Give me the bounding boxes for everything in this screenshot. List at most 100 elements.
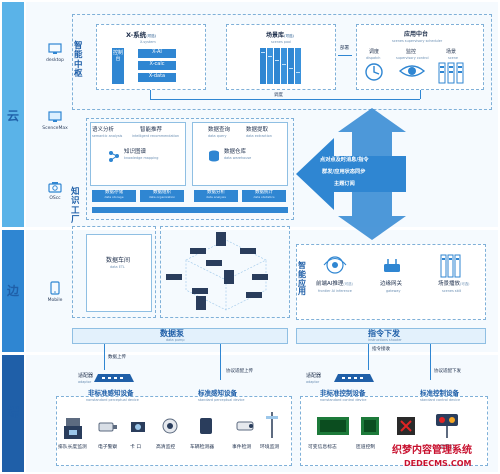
client-oscc-label: OScc <box>49 196 61 201</box>
recommend-sub: intelligent recommendation <box>132 134 180 138</box>
x-system-tag: (可选) <box>146 34 157 38</box>
schedule-line-left <box>150 90 151 99</box>
schedule-line-right <box>420 90 421 99</box>
watermark-line2: DEDECMS.COM <box>404 459 472 468</box>
dispatch-label: 调度 <box>369 49 380 55</box>
device-label-queue: 排队长度监测 <box>58 445 87 450</box>
arrow-text-1: 点对点及时消息/指令 <box>320 157 369 163</box>
warehouse-sub: data warehouse <box>224 156 252 160</box>
downlink-line-right <box>430 344 431 380</box>
device-label-police: 电子警察 <box>98 445 118 450</box>
monitor-sub: supervisory control <box>396 56 429 60</box>
adaptor-right-sub: adaptor <box>306 380 320 384</box>
semantic-label: 语义分析 <box>92 127 115 133</box>
player-sub: scenes skill <box>442 289 462 293</box>
warehouse-label: 数据仓库 <box>224 149 247 155</box>
smart-hub-label: 智能中枢 <box>74 41 83 80</box>
client-scencemax[interactable]: ScenceMax <box>40 108 70 132</box>
traffic-light-icon <box>436 414 458 438</box>
client-scencemax-label: ScenceMax <box>42 126 68 131</box>
inference-tag: (可选) <box>343 282 353 286</box>
tier-label-edge: 边 <box>7 284 20 298</box>
cmd-down-bar <box>296 328 486 344</box>
gateway-label: 边缘网关 <box>380 281 403 287</box>
client-desktop[interactable]: desktop <box>40 40 70 64</box>
deploy-label: 部署 <box>340 46 349 51</box>
gateway-sub: gateway <box>386 289 401 293</box>
knowledge-right-group <box>192 122 288 186</box>
adaptor-left-icon[interactable] <box>94 372 134 384</box>
x-data-button[interactable]: X-data <box>138 73 176 82</box>
tier-bar-edge <box>2 230 24 352</box>
device-label-signal: 信号灯 <box>440 445 455 450</box>
smart-app-panel <box>296 244 486 320</box>
player-server-icon <box>440 254 461 278</box>
data-workshop-box <box>86 234 152 312</box>
deploy-arrow <box>338 55 352 56</box>
env-monitor-icon <box>266 412 278 438</box>
vehicle-detector-icon <box>200 418 212 434</box>
cmd-down-sub: instructions shooter <box>368 338 402 342</box>
inference-sub: frontier AI inference <box>318 289 352 293</box>
arrow-text-2: 群发/应用状态同步 <box>322 169 366 175</box>
client-mobile[interactable]: Mobile <box>40 280 70 304</box>
x-ai-button[interactable]: X-AI <box>138 49 176 58</box>
player-tag: (可选) <box>460 282 470 286</box>
smart-hub-panel <box>72 14 492 110</box>
scene-label: 场景 <box>446 49 457 55</box>
adaptor-right-icon[interactable] <box>334 372 374 384</box>
nonstd-control-title: 非标准控制设备 <box>320 389 366 397</box>
device-label-event: 事件检测 <box>232 445 252 450</box>
vms-sign-icon <box>317 417 349 435</box>
warehouse-icon <box>209 150 219 162</box>
x-system-title: X-系统(可选) <box>126 31 157 39</box>
hd-camera-icon <box>162 418 178 434</box>
std-control-title: 标准控制设备 <box>420 389 459 397</box>
desktop-icon <box>48 43 62 54</box>
std-percept-title: 标准感知设备 <box>198 389 237 397</box>
scene-server-icon <box>438 62 464 84</box>
extract-label: 数据提取 <box>246 127 269 133</box>
device-label-vms: 可变信息标志 <box>308 445 337 450</box>
protocol-up-label: 协议适配上传 <box>226 369 253 374</box>
query-sub: data query <box>208 134 227 138</box>
device-label-hdcam: 高清监控 <box>156 445 176 450</box>
x-calc-button[interactable]: X-calc <box>138 61 176 70</box>
edge-server-cluster <box>166 232 268 311</box>
client-oscc[interactable]: OScc <box>40 178 70 202</box>
device-label-checkpoint: 卡 口 <box>130 445 142 450</box>
query-label: 数据查询 <box>208 127 231 133</box>
protocol-down-label: 协议适配下发 <box>434 369 461 374</box>
edge-workshop-panel <box>72 226 156 318</box>
std-percept-sub: standard perceptual device <box>198 398 245 402</box>
adaptor-left-title: 适配器 <box>78 373 94 379</box>
nonstd-percept-sub: nonstandard perceptual device <box>86 398 139 402</box>
dispatch-icon <box>365 63 383 81</box>
camera-icon <box>48 182 62 193</box>
graph-icon <box>109 151 119 162</box>
ai-inference-icon <box>323 256 347 274</box>
data-pump-title: 数据泵 <box>160 329 184 338</box>
device-label-env: 环境监测 <box>260 445 280 450</box>
graph-sub: knowledge mapping <box>124 156 159 160</box>
downlink-line <box>368 344 369 370</box>
scene-sub: scene <box>448 56 458 60</box>
knowledge-left-group <box>90 122 186 186</box>
data-workshop-sub: data ETL <box>110 265 125 269</box>
client-desktop-label: desktop <box>46 58 64 63</box>
schedule-line <box>150 99 420 100</box>
messaging-double-arrow <box>296 108 406 240</box>
x-system-sub: X-system <box>140 40 156 44</box>
cmd-down-title: 指令下发 <box>368 329 400 338</box>
edge-cluster-panel <box>160 226 290 318</box>
x-system-console[interactable]: 控制台 <box>112 48 124 84</box>
device-label-ramp: 匝道控制 <box>356 445 376 450</box>
nonstd-percept-title: 非标准感知设备 <box>88 389 134 397</box>
data-up-label: 数据上传 <box>108 355 126 360</box>
ramp-control-icon <box>361 417 379 435</box>
app-center-title: 应用中台 <box>404 31 429 38</box>
